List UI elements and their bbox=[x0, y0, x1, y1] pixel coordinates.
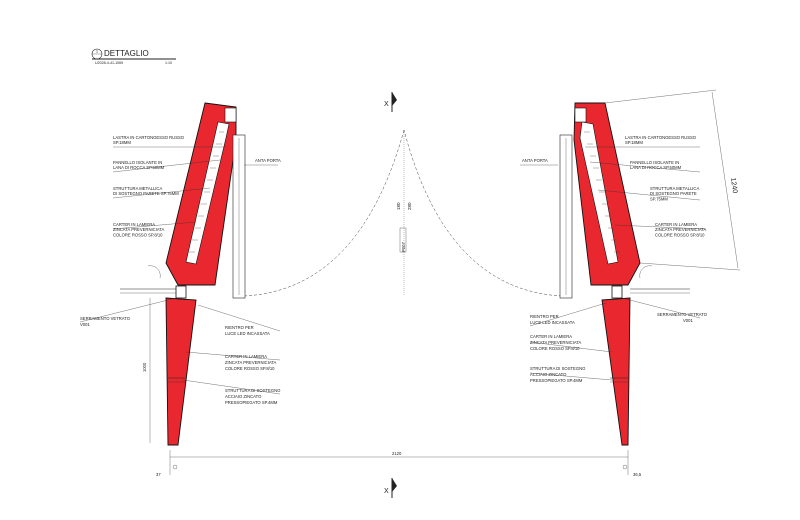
svg-text:1000: 1000 bbox=[142, 362, 147, 372]
left-lower-carter bbox=[165, 297, 197, 446]
svg-text:ANTA PORTA: ANTA PORTA bbox=[255, 158, 281, 163]
door-swing bbox=[243, 129, 563, 297]
section-marker-bottom: X bbox=[384, 478, 397, 498]
svg-text:37: 37 bbox=[156, 472, 161, 477]
left-wall: 1000 bbox=[120, 102, 246, 446]
svg-text:P007: P007 bbox=[401, 242, 406, 252]
bottom-width-dimension: 2120 37 36,5 bbox=[156, 450, 642, 477]
svg-text:280: 280 bbox=[407, 202, 412, 210]
title-block: 1 DETTAGLIO U2028-4-41-1069 1:10 bbox=[91, 49, 176, 65]
svg-text:1240: 1240 bbox=[729, 177, 738, 194]
center-dimensions: 180 280 P007 bbox=[396, 202, 412, 253]
right-lower-carter bbox=[601, 297, 631, 446]
title-label: DETTAGLIO bbox=[104, 49, 149, 58]
right-wall bbox=[559, 102, 690, 446]
svg-text:180: 180 bbox=[396, 202, 401, 210]
title-number: 1 bbox=[96, 49, 99, 54]
svg-text:X: X bbox=[384, 488, 389, 495]
title-scale: 1:10 bbox=[165, 61, 172, 65]
diagonal-dimension: 1240 bbox=[604, 89, 741, 271]
svg-text:2120: 2120 bbox=[392, 451, 402, 456]
hinge-symbols bbox=[147, 265, 653, 470]
section-marker-top: X bbox=[384, 92, 397, 112]
svg-text:X: X bbox=[384, 101, 389, 108]
title-reference: U2028-4-41-1069 bbox=[95, 61, 123, 65]
svg-text:36,5: 36,5 bbox=[633, 472, 642, 477]
svg-text:ANTA PORTA: ANTA PORTA bbox=[522, 158, 548, 163]
